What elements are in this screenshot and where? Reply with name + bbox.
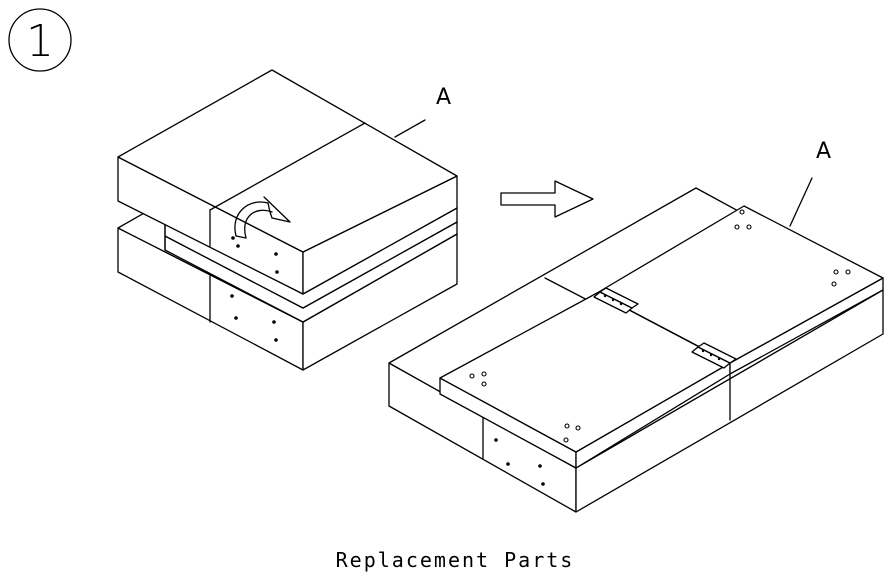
part-label-left: A [436, 85, 451, 110]
raised-panel-near [439, 292, 731, 469]
mounting-holes-right [469, 209, 851, 443]
folded-panel-stack: A [117, 69, 458, 371]
step-indicator: 1 [8, 8, 72, 72]
direction-arrow-icon [500, 180, 594, 218]
unfolded-panel-assembly: A [388, 139, 884, 513]
label-leader-right [789, 177, 813, 227]
part-label-right: A [816, 139, 831, 164]
top-block [117, 69, 458, 295]
hinge-lower-icon [691, 342, 737, 369]
screw-holes-left [230, 236, 279, 342]
diagram-caption: Replacement Parts [335, 548, 575, 572]
rotate-arrow-icon [234, 196, 291, 239]
screw-holes-right [494, 438, 545, 486]
label-leader-left [394, 119, 426, 138]
hinge-upper-icon [593, 287, 639, 314]
step-number: 1 [26, 16, 54, 67]
